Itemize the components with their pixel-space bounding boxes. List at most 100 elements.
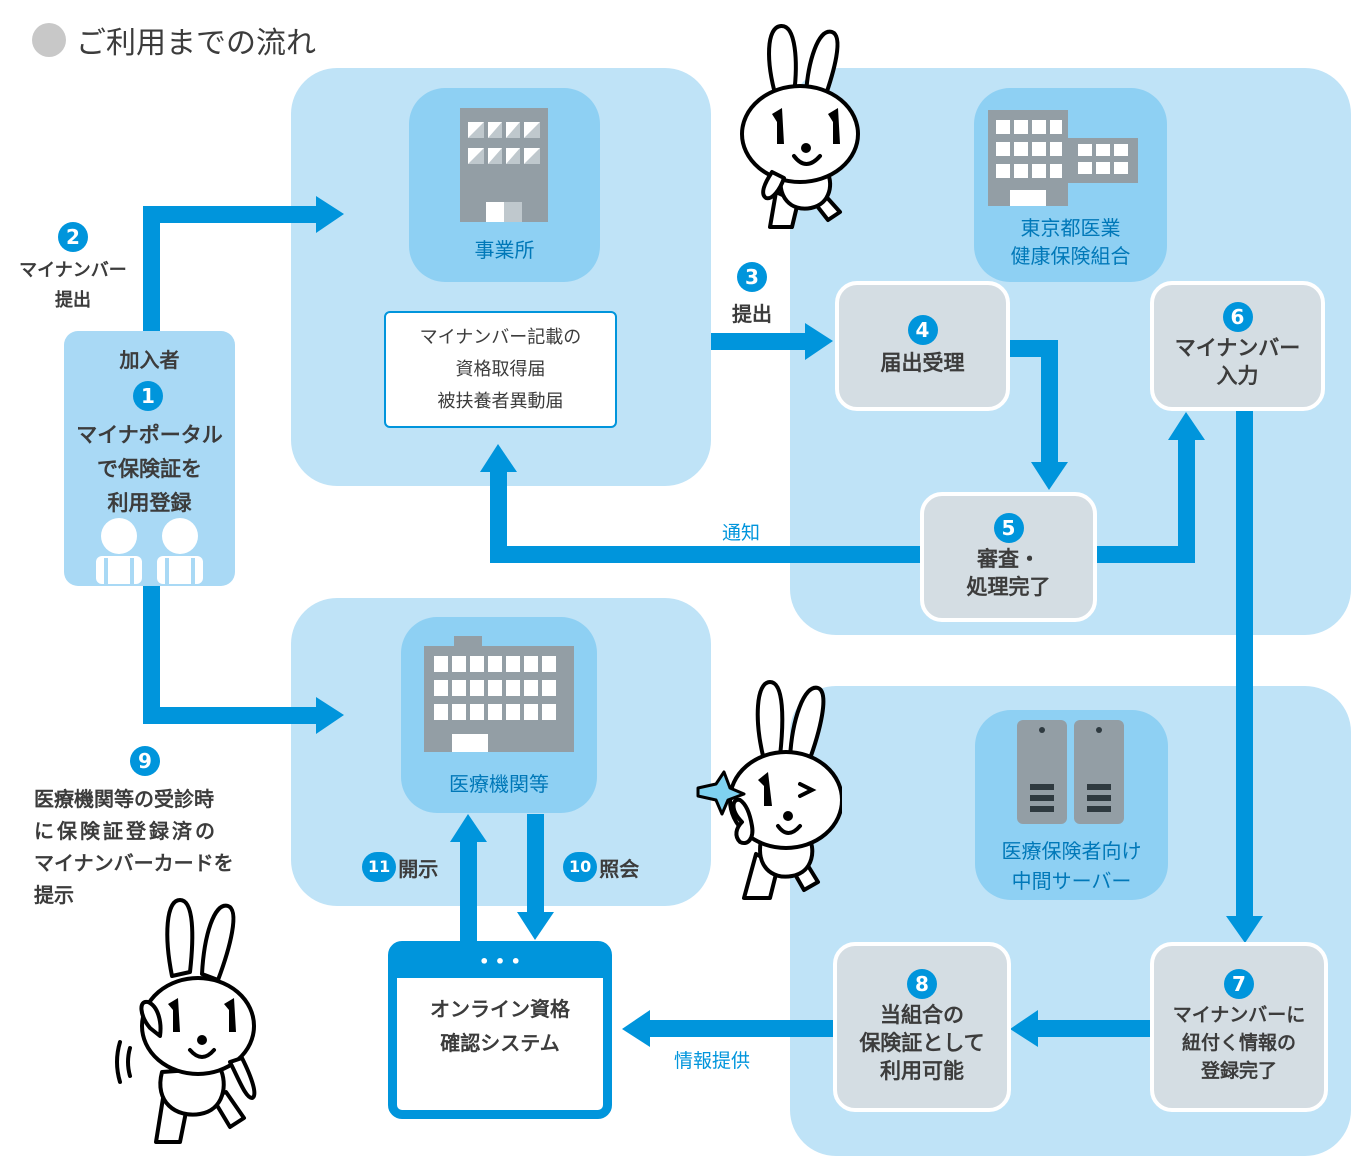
arrow-inquiry-head [517, 912, 554, 940]
member-text: マイナポータル で保険証を 利用登録 [64, 418, 235, 520]
step-6-line: マイナンバー [1174, 336, 1301, 360]
present-line: に保険証登録済の [34, 819, 218, 843]
server-icon-box [975, 710, 1168, 900]
submit-number-wrap: 3 [737, 262, 767, 292]
step-7-box: 7 マイナンバーに 紐付く情報の 登録完了 [1150, 942, 1328, 1112]
step-5-line: 審査・ [977, 547, 1040, 571]
arrow-member-to-employer-v [143, 206, 160, 333]
title: ご利用までの流れ [32, 18, 316, 62]
server-icon [1017, 720, 1124, 824]
step-5-box: 5 審査・ 処理完了 [920, 492, 1097, 622]
arrow-member-to-employer-h [143, 206, 318, 223]
arrow-6-7-head [1226, 916, 1263, 943]
inquiry-label: 10 照会 [563, 852, 639, 882]
inquiry-text: 照会 [599, 856, 640, 881]
step-number-10: 10 [563, 852, 598, 882]
step-number-8: 8 [907, 969, 937, 999]
member-line: で保険証を [97, 457, 202, 481]
office-building-icon [460, 108, 548, 222]
insurer-line: 東京都医業 [1020, 216, 1121, 240]
step-7-line: マイナンバーに [1172, 1004, 1306, 1026]
step-number-7: 7 [1224, 969, 1254, 999]
online-system-text: オンライン資格 確認システム [397, 978, 603, 1060]
arrow-notify-v [490, 470, 507, 563]
present-line: 医療機関等の受診時 [34, 787, 214, 811]
submit-label: 提出 [732, 302, 772, 326]
step-number-5: 5 [993, 513, 1024, 543]
online-system-titlebar: • • • [397, 950, 603, 978]
medical-name: 医療機関等 [449, 772, 549, 796]
step-4-text: 届出受理 [880, 351, 965, 375]
step-8-line: 利用可能 [880, 1059, 964, 1083]
arrow-6-7-v [1236, 410, 1253, 918]
arrow-4-5-head [1031, 462, 1068, 490]
step-8-line: 当組合の [880, 1003, 964, 1027]
server-line: 医療保険者向け [1001, 839, 1142, 863]
mascot-rabbit-icon [740, 24, 860, 229]
arrow-notify-h [490, 546, 922, 563]
present-text: 医療機関等の受診時 に保険証登録済の マイナンバーカードを 提示 [34, 783, 234, 911]
server-name: 医療保険者向け 中間サーバー [975, 836, 1168, 896]
employer-name: 事業所 [474, 238, 535, 262]
online-system-window: • • • オンライン資格 確認システム [388, 941, 612, 1119]
arrow-member-to-employer-head [316, 196, 344, 233]
insurer-building-icon [988, 110, 1138, 206]
submit-mynumber-number-wrap: 2 [58, 222, 88, 252]
two-people-icon [96, 518, 203, 584]
info-provide-label: 情報提供 [674, 1050, 751, 1072]
disclose-label: 11 開示 [362, 852, 438, 882]
submit-mynumber-line: 提出 [55, 290, 91, 311]
step-number-11: 11 [362, 852, 397, 882]
arrow-info-head [622, 1010, 650, 1047]
member-box [64, 331, 235, 586]
step-5-line: 処理完了 [966, 575, 1051, 599]
arrow-member-to-medical-v [143, 586, 160, 724]
step-number-4: 4 [907, 315, 938, 345]
document-line: 被扶養者異動届 [437, 390, 564, 412]
arrow-info-h [648, 1020, 838, 1037]
arrow-submit-h [711, 333, 807, 350]
mascot-rabbit-thumbs-up-icon [696, 680, 842, 900]
step-8-box: 8 当組合の 保険証として 利用可能 [833, 942, 1011, 1112]
step-6-line: 入力 [1216, 364, 1259, 388]
disclose-text: 開示 [398, 856, 439, 881]
arrow-5-6-v [1178, 438, 1195, 563]
submit-mynumber-label: マイナンバー 提出 [0, 256, 146, 316]
arrow-7-8-h [1036, 1020, 1154, 1037]
mascot-rabbit-waving-icon [115, 898, 257, 1144]
arrow-5-6-head [1168, 412, 1205, 440]
arrow-notify-head [480, 444, 517, 472]
arrow-7-8-head [1010, 1010, 1038, 1047]
online-system-line: 確認システム [440, 1031, 560, 1055]
arrow-member-to-medical-h [143, 707, 318, 724]
member-line: 利用登録 [107, 491, 192, 515]
step-6-box: 6 マイナンバー 入力 [1150, 281, 1325, 411]
title-bullet-icon [32, 23, 66, 57]
step-number-9: 9 [130, 746, 160, 776]
step-4-box: 4 届出受理 [835, 281, 1010, 411]
arrow-4-5-v [1041, 340, 1058, 465]
step-number-6: 6 [1222, 302, 1253, 332]
arrow-member-to-medical-head [316, 697, 344, 734]
step-7-line: 紐付く情報の [1181, 1032, 1296, 1054]
online-system-line: オンライン資格 [430, 997, 570, 1021]
arrow-inquiry-v [527, 814, 544, 914]
step-7-line: 登録完了 [1200, 1060, 1277, 1082]
present-line: 提示 [34, 883, 74, 907]
hospital-building-icon [424, 636, 574, 752]
employer-document-box: マイナンバー記載の 資格取得届 被扶養者異動届 [384, 311, 617, 428]
document-line: マイナンバー記載の [419, 326, 582, 348]
member-number-wrap: 1 [133, 381, 163, 411]
insurer-name: 東京都医業 健康保険組合 [974, 214, 1167, 270]
member-heading: 加入者 [119, 348, 180, 372]
step-8-line: 保険証として [859, 1031, 985, 1055]
document-line: 資格取得届 [455, 358, 546, 380]
window-dots-icon: • • • [479, 952, 521, 971]
notify-label: 通知 [722, 522, 761, 544]
arrow-submit-head [805, 323, 833, 360]
step-number-3: 3 [737, 262, 767, 292]
arrow-5-6-h [1095, 546, 1195, 563]
present-number-wrap: 9 [130, 746, 160, 776]
arrow-disclose-head [450, 814, 487, 842]
